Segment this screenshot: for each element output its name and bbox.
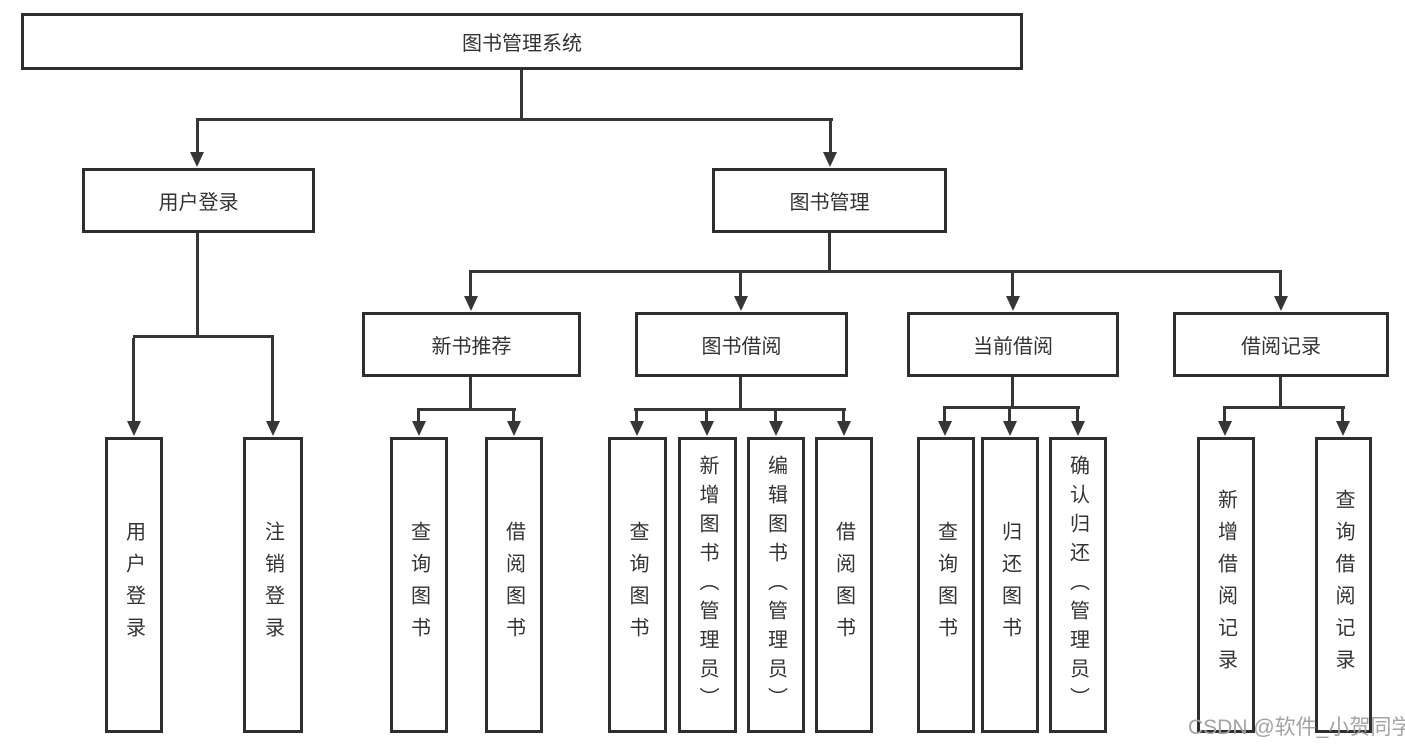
connector-group4-leaf1-stem (1223, 409, 1226, 422)
branch-book-management-label: 图书管理 (789, 192, 870, 214)
arrowhead-user-leaf2 (266, 421, 280, 436)
leaf-label: 新增图书（管理员） (696, 454, 718, 716)
connector-group2-stem (739, 273, 742, 298)
leaf-query-books-current: 查询图书 (917, 437, 975, 733)
leaf-label: 新增借阅记录 (1214, 489, 1237, 681)
connector-group3-leaf2-stem (1008, 409, 1011, 422)
leaf-borrow-books-recommend: 借阅图书 (485, 437, 543, 733)
connector-user-leaf2-stem (271, 338, 274, 422)
connector-group4-trunk (1279, 377, 1282, 406)
connector-group3-stem (1011, 273, 1014, 298)
connector-group3-trunk (1011, 377, 1014, 406)
leaf-query-borrow-record: 查询借阅记录 (1315, 437, 1372, 733)
leaf-label: 用户登录 (122, 521, 145, 649)
group-label: 新书推荐 (431, 336, 512, 358)
leaf-logout: 注销登录 (243, 437, 303, 733)
arrowhead-group4-leaf1 (1218, 421, 1232, 436)
group-new-book-recommendation: 新书推荐 (362, 312, 581, 377)
arrowhead-user-branch (190, 152, 204, 167)
connector-user-leaf1-stem (132, 338, 135, 422)
connector-group2-horizontal (634, 408, 846, 411)
leaf-borrow-books: 借阅图书 (815, 437, 873, 733)
connector-book-trunk (828, 233, 831, 270)
branch-book-management: 图书管理 (712, 168, 947, 233)
connector-group3-leaf3-stem (1076, 409, 1079, 422)
connector-group4-stem (1279, 273, 1282, 298)
connector-group3-horizontal (943, 406, 1080, 409)
leaf-confirm-return-admin: 确认归还（管理员） (1049, 437, 1107, 733)
leaf-return-books: 归还图书 (981, 437, 1039, 733)
arrowhead-group2-leaf2 (700, 421, 714, 436)
arrowhead-group2-leaf4 (837, 421, 851, 436)
arrowhead-group2-leaf1 (630, 421, 644, 436)
group-current-borrowing: 当前借阅 (907, 312, 1119, 377)
root-node-label: 图书管理系统 (462, 33, 582, 55)
group-label: 图书借阅 (701, 336, 782, 358)
arrowhead-group3-leaf3 (1071, 421, 1085, 436)
connector-group3-leaf1-stem (943, 409, 946, 422)
branch-user-login: 用户登录 (82, 168, 315, 233)
connector-group1-leaf1-stem (417, 411, 420, 422)
connector-level2-horizontal (469, 270, 1282, 273)
connector-root-trunk (520, 70, 523, 118)
arrowhead-group4-leaf2 (1336, 421, 1350, 436)
connector-group2-leaf4-stem (842, 411, 845, 422)
watermark-text: CSDN @软件_小贺同学 (1188, 716, 1405, 739)
arrowhead-group4 (1274, 296, 1288, 311)
arrowhead-group2 (734, 296, 748, 311)
group-borrowing-records: 借阅记录 (1173, 312, 1389, 377)
arrowhead-group1-leaf1 (412, 421, 426, 436)
leaf-label: 注销登录 (261, 521, 284, 649)
arrowhead-group3-leaf2 (1003, 421, 1017, 436)
group-label: 当前借阅 (973, 336, 1053, 358)
connector-group1-stem (469, 273, 472, 298)
leaf-query-books-recommend: 查询图书 (390, 437, 448, 733)
connector-group2-leaf2-stem (705, 411, 708, 422)
leaf-label: 编辑图书（管理员） (764, 454, 787, 716)
group-book-borrowing: 图书借阅 (635, 312, 848, 377)
arrowhead-book-branch (823, 152, 837, 167)
arrowhead-group1-leaf2 (507, 421, 521, 436)
leaf-user-login: 用户登录 (105, 437, 163, 733)
connector-user-trunk (196, 233, 199, 335)
connector-group2-leaf1-stem (635, 411, 638, 422)
arrowhead-user-leaf1 (127, 421, 141, 436)
arrowhead-group2-leaf3 (769, 421, 783, 436)
arrowhead-group3-leaf1 (938, 421, 952, 436)
leaf-label: 查询图书 (934, 521, 957, 649)
leaf-label: 归还图书 (998, 521, 1021, 649)
leaf-query-books-borrow: 查询图书 (608, 437, 667, 733)
connector-user-horizontal (133, 335, 274, 338)
connector-group4-leaf2-stem (1341, 409, 1344, 422)
connector-group2-trunk (739, 377, 742, 408)
leaf-label: 查询图书 (626, 521, 648, 649)
connector-group2-leaf3-stem (774, 411, 777, 422)
arrowhead-group3 (1006, 296, 1020, 311)
connector-user-branch-stem (196, 121, 199, 153)
connector-group1-horizontal (417, 408, 516, 411)
root-node: 图书管理系统 (21, 13, 1023, 70)
group-label: 借阅记录 (1241, 336, 1321, 358)
arrowhead-group1 (464, 296, 478, 311)
leaf-label: 确认归还（管理员） (1066, 454, 1089, 716)
connector-group1-trunk (469, 377, 472, 408)
leaf-edit-books-admin: 编辑图书（管理员） (747, 437, 805, 733)
connector-group4-horizontal (1223, 406, 1345, 409)
connector-group1-leaf2-stem (512, 411, 515, 422)
leaf-add-books-admin: 新增图书（管理员） (678, 437, 737, 733)
connector-level1-horizontal (196, 118, 833, 121)
leaf-label: 借阅图书 (502, 521, 525, 649)
leaf-label: 查询借阅记录 (1332, 489, 1354, 681)
connector-book-branch-stem (829, 121, 832, 153)
branch-user-login-label: 用户登录 (158, 192, 239, 214)
leaf-label: 查询图书 (407, 521, 430, 649)
leaf-add-borrow-record: 新增借阅记录 (1197, 437, 1255, 733)
leaf-label: 借阅图书 (832, 521, 855, 649)
